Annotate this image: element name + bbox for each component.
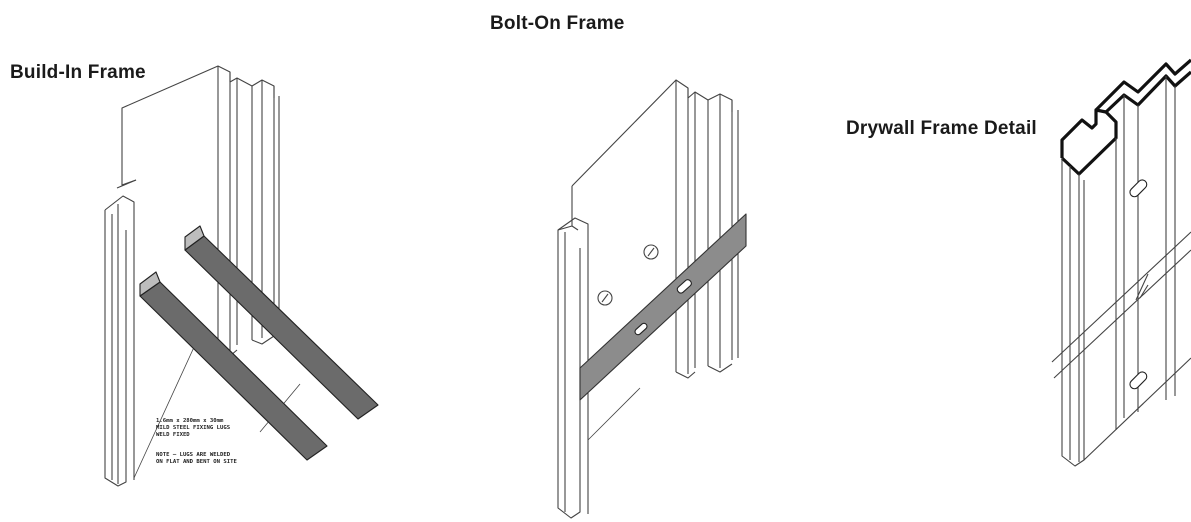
fixing-lugs (139, 225, 379, 461)
lug-weld-line-1: NOTE – LUGS ARE WELDED (156, 452, 231, 458)
build-in-frame-drawing (104, 65, 301, 487)
build-in-frame-title: Build-In Frame (10, 62, 146, 83)
lug-spec-note: 1.6mm x 280mm x 30mm MILD STEEL FIXING L… (156, 418, 230, 439)
lug-spec-line-1: 1.6mm x 280mm x 30mm (156, 418, 224, 424)
drywall-frame-detail-title: Drywall Frame Detail (846, 118, 1037, 139)
lug-weld-note: NOTE – LUGS ARE WELDED ON FLAT AND BENT … (156, 452, 237, 466)
bolt-on-strap (579, 213, 747, 401)
drywall-frame-detail-drawing (1051, 58, 1191, 467)
bolt-on-frame-drawing (557, 79, 739, 519)
bolt-on-frame-title: Bolt-On Frame (490, 13, 625, 34)
lug-weld-line-2: ON FLAT AND BENT ON SITE (156, 459, 237, 465)
lug-spec-line-3: WELD FIXED (156, 432, 190, 438)
lug-spec-line-2: MILD STEEL FIXING LUGS (156, 425, 231, 431)
